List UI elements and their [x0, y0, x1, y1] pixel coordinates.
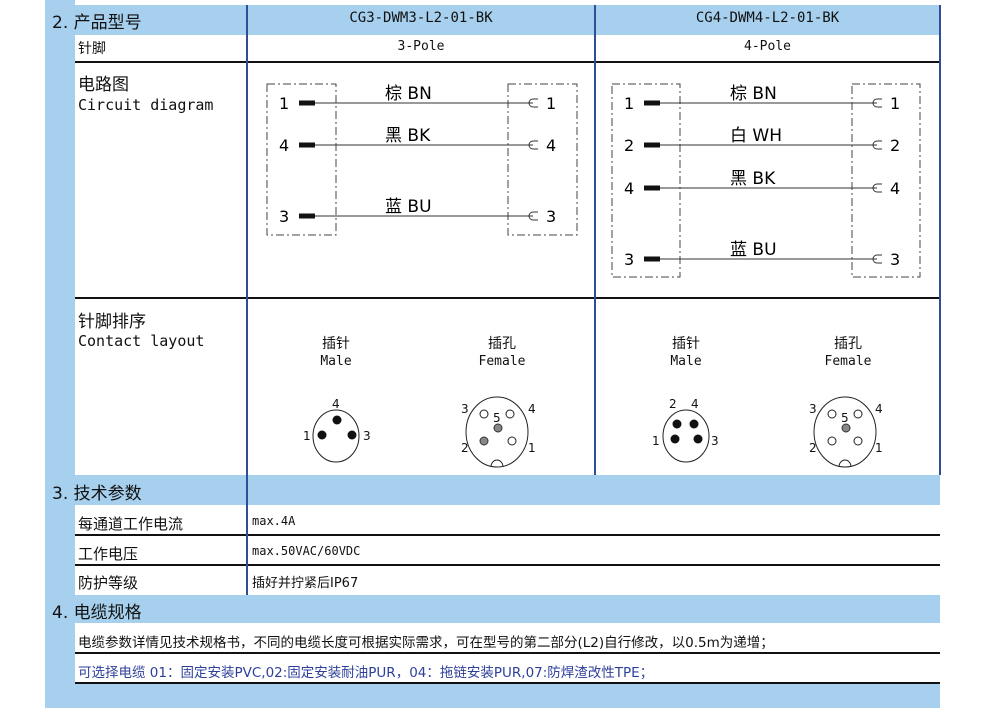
male-pin-icon: [644, 185, 660, 191]
spec-label: 工作电压: [78, 545, 139, 563]
female-socket-icon: [872, 140, 882, 150]
svg-text:4: 4: [691, 397, 699, 411]
wire-color-label: 蓝 BU: [730, 240, 777, 260]
divider: [75, 682, 940, 684]
male-pin-icon: [299, 100, 315, 106]
female-socket-icon: [872, 98, 882, 108]
model-3pole: CG3-DWM3-L2-01-BK: [349, 10, 493, 26]
female-cn-3: 插孔: [488, 336, 516, 352]
pin-number: 1: [890, 94, 900, 113]
pin-number: 3: [546, 207, 556, 226]
svg-text:1: 1: [652, 434, 660, 448]
spec-value: 插好并拧紧后IP67: [252, 576, 359, 591]
female-socket-icon: [872, 183, 882, 193]
divider: [75, 297, 940, 299]
svg-text:3: 3: [363, 429, 371, 443]
svg-text:2: 2: [669, 397, 677, 411]
wire-color-label: 棕 BN: [385, 84, 432, 104]
svg-text:3: 3: [461, 402, 469, 416]
column-divider: [246, 5, 248, 595]
cable-note: 电缆参数详情见技术规格书，不同的电缆长度可根据实际需求，可在型号的第二部分(L2…: [78, 635, 774, 651]
male-cn-3: 插针: [322, 336, 350, 352]
pin-number: 4: [624, 179, 634, 198]
contact-label-en: Contact layout: [78, 332, 205, 350]
pin-number: 2: [890, 136, 900, 155]
female-socket-icon: [528, 140, 538, 150]
pin-number: 3: [890, 250, 900, 269]
wire-color-label: 蓝 BU: [385, 197, 432, 217]
section2-header: [45, 5, 940, 35]
pin-number: 4: [546, 136, 556, 155]
wire-color-label: 黑 BK: [385, 126, 431, 146]
divider: [75, 61, 940, 63]
pin-number: 1: [546, 94, 556, 113]
pin-number: 3: [279, 207, 289, 226]
svg-text:2: 2: [809, 441, 817, 455]
pin-number: 1: [279, 94, 289, 113]
female-socket-icon: [528, 98, 538, 108]
wire-color-label: 棕 BN: [730, 84, 777, 104]
spec-label: 每通道工作电流: [78, 515, 184, 533]
svg-text:4: 4: [875, 402, 883, 416]
circuit-label-en: Circuit diagram: [78, 96, 214, 114]
pin-number: 1: [624, 94, 634, 113]
contact-label-cn: 针脚排序: [78, 312, 146, 332]
male-pin-icon: [644, 100, 660, 106]
male-pin-icon: [644, 142, 660, 148]
wire-color-label: 黑 BK: [730, 169, 776, 189]
cable-options: 可选择电缆 01：固定安装PVC,02:固定安装耐油PUR，04：拖链安装PUR…: [78, 665, 654, 681]
circuit-diagrams: 1 1 棕 BN 4 4 黑 BK 3 3 蓝 BU 1 1 棕 BN 2 2 白 WH 4 4 黑 BK 3 3 蓝 …: [266, 83, 921, 468]
male-en-4: Male: [670, 354, 702, 369]
spec-value: max.4A: [252, 514, 296, 528]
divider: [75, 534, 940, 536]
section4-header: [45, 595, 940, 623]
svg-text:3: 3: [809, 402, 817, 416]
svg-text:2: 2: [461, 441, 469, 455]
pins-label: 针脚: [78, 41, 106, 57]
poles-4: 4-Pole: [744, 39, 791, 54]
footer-band: [45, 684, 940, 708]
section3-header: [45, 475, 940, 505]
svg-text:5: 5: [493, 411, 501, 425]
pin-number: 3: [624, 250, 634, 269]
pin-number: 2: [624, 136, 634, 155]
male-pin-icon: [299, 213, 315, 219]
male-cn-4: 插针: [672, 336, 700, 352]
divider: [75, 564, 940, 566]
svg-text:3: 3: [711, 434, 719, 448]
column-divider: [594, 5, 596, 475]
svg-text:4: 4: [528, 402, 536, 416]
pin-number: 4: [890, 179, 900, 198]
column-divider: [939, 5, 941, 475]
female-socket-icon: [872, 254, 882, 264]
wire-color-label: 白 WH: [730, 126, 782, 146]
male-en-3: Male: [320, 354, 352, 369]
circuit-label-cn: 电路图: [78, 75, 129, 95]
male-pin-icon: [299, 142, 315, 148]
section4-title: 4. 电缆规格: [52, 603, 142, 623]
female-en-3: Female: [478, 354, 526, 369]
left-stripe: [45, 0, 75, 708]
pin-number: 4: [279, 136, 289, 155]
divider: [75, 652, 940, 654]
male-pin-icon: [644, 256, 660, 262]
svg-text:1: 1: [303, 429, 311, 443]
model-4pole: CG4-DWM4-L2-01-BK: [695, 10, 840, 26]
svg-text:5: 5: [841, 411, 849, 425]
section2-title: 2. 产品型号: [52, 13, 142, 33]
female-en-4: Female: [824, 354, 872, 369]
poles-3: 3-Pole: [397, 39, 445, 54]
svg-text:1: 1: [875, 441, 883, 455]
female-socket-icon: [528, 211, 538, 221]
spec-value: max.50VAC/60VDC: [252, 544, 361, 558]
female-cn-4: 插孔: [834, 336, 862, 352]
section3-title: 3. 技术参数: [52, 484, 142, 504]
spec-label: 防护等级: [78, 574, 139, 592]
svg-text:4: 4: [332, 397, 340, 411]
svg-text:1: 1: [528, 441, 536, 455]
